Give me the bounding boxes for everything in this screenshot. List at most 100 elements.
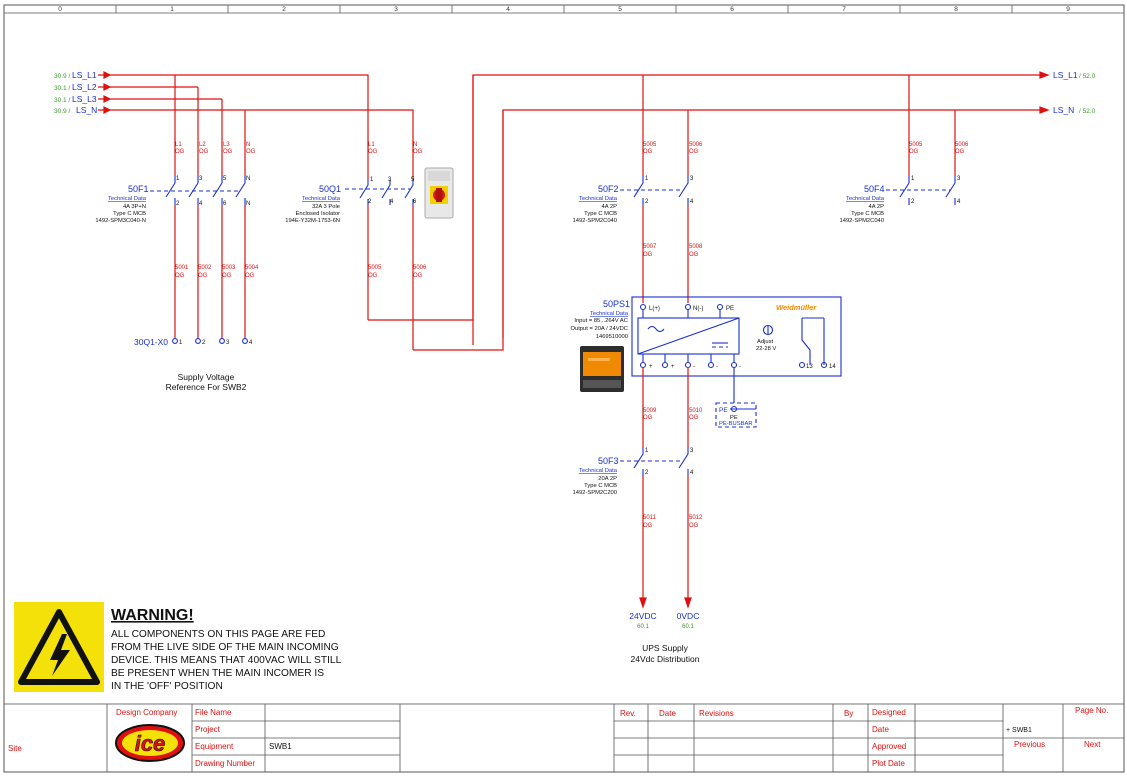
ice-logo: ice xyxy=(115,724,185,762)
svg-text:By: By xyxy=(844,709,853,718)
dc-output-24vdc: 24VDC 60.1 xyxy=(629,611,656,630)
svg-text:Technical Data: Technical Data xyxy=(846,196,885,202)
svg-text:OG: OG xyxy=(222,273,232,279)
svg-text:1: 1 xyxy=(911,176,915,182)
svg-text:File Name: File Name xyxy=(195,708,232,717)
svg-text:Output = 20A / 24VDC: Output = 20A / 24VDC xyxy=(570,326,628,332)
svg-text:20A 2P: 20A 2P xyxy=(598,476,617,482)
svg-text:LS_N: LS_N xyxy=(76,105,97,115)
svg-text:N: N xyxy=(246,142,250,148)
svg-text:60.1: 60.1 xyxy=(682,624,694,630)
svg-text:24Vdc Distribution: 24Vdc Distribution xyxy=(631,654,700,664)
svg-text:3: 3 xyxy=(690,448,694,454)
svg-text:PE-BUSBAR: PE-BUSBAR xyxy=(719,421,753,427)
svg-text:-: - xyxy=(693,364,695,370)
svg-text:4: 4 xyxy=(249,340,253,346)
svg-text:32A 3 Pole: 32A 3 Pole xyxy=(312,204,340,210)
svg-text:OG: OG xyxy=(955,149,965,155)
svg-text:Revisions: Revisions xyxy=(699,709,734,718)
svg-text:Page No.: Page No. xyxy=(1075,706,1108,715)
svg-text:OG: OG xyxy=(413,273,423,279)
svg-text:2: 2 xyxy=(911,199,915,205)
svg-text:OG: OG xyxy=(643,523,653,529)
svg-text:N: N xyxy=(246,201,250,207)
svg-text:5005: 5005 xyxy=(909,142,923,148)
svg-text:OG: OG xyxy=(689,523,699,529)
svg-text:L2: L2 xyxy=(199,142,206,148)
svg-text:1: 1 xyxy=(645,448,649,454)
isolator-50Q1: L1 OG N OG 1 3 5 2 4 6 50Q1 Technical Da… xyxy=(285,75,504,351)
svg-text:OG: OG xyxy=(175,149,185,155)
svg-text:Enclosed Isolator: Enclosed Isolator xyxy=(296,211,341,217)
svg-text:DEVICE. THIS MEANS THAT 400VA: DEVICE. THIS MEANS THAT 400VAC WILL STIL… xyxy=(111,655,342,666)
svg-text:FROM THE LIVE SIDE OF THE MAIN: FROM THE LIVE SIDE OF THE MAIN INCOMING xyxy=(111,642,339,653)
svg-text:5001: 5001 xyxy=(175,265,189,271)
svg-text:1: 1 xyxy=(176,176,180,182)
svg-text:2: 2 xyxy=(368,199,372,205)
svg-text:OG: OG xyxy=(643,415,653,421)
svg-text:4A 3P+N: 4A 3P+N xyxy=(123,204,146,210)
svg-text:30.1 /: 30.1 / xyxy=(54,97,70,104)
svg-text:OG: OG xyxy=(368,149,378,155)
svg-text:N: N xyxy=(413,142,417,148)
ruler-label: 2 xyxy=(282,6,286,13)
svg-text:Project: Project xyxy=(195,725,221,734)
svg-text:5003: 5003 xyxy=(222,265,236,271)
svg-text:1492-SPM2C040: 1492-SPM2C040 xyxy=(840,218,884,224)
ruler-label: 8 xyxy=(954,6,958,13)
svg-text:Date: Date xyxy=(659,709,676,718)
svg-text:14: 14 xyxy=(829,364,836,370)
svg-text:Equipment: Equipment xyxy=(195,742,234,751)
svg-text:5012: 5012 xyxy=(689,515,703,521)
ruler-label: 3 xyxy=(394,6,398,13)
high-voltage-icon xyxy=(18,609,100,685)
svg-text:LS_L1: LS_L1 xyxy=(72,70,97,80)
svg-text:LS_L1: LS_L1 xyxy=(1053,70,1078,80)
svg-text:LS_L3: LS_L3 xyxy=(72,94,97,104)
svg-text:OG: OG xyxy=(368,273,378,279)
svg-text:30Q1-X0: 30Q1-X0 xyxy=(134,337,168,347)
svg-text:4A 2P: 4A 2P xyxy=(602,204,618,210)
svg-text:Designed: Designed xyxy=(872,708,906,717)
source-LS_N: 30.9 / LS_N xyxy=(54,105,97,115)
pe-busbar: PE PE PE-BUSBAR xyxy=(715,367,757,428)
ruler-label: 9 xyxy=(1066,6,1070,13)
svg-text:1492-SPM2C200: 1492-SPM2C200 xyxy=(573,490,617,496)
svg-text:30.1 /: 30.1 / xyxy=(54,85,70,92)
ruler-label: 7 xyxy=(842,6,846,13)
svg-text:5004: 5004 xyxy=(245,265,259,271)
ruler-label: 5 xyxy=(618,6,622,13)
svg-text:5006: 5006 xyxy=(413,265,427,271)
svg-text:/ 52.0: / 52.0 xyxy=(1079,73,1096,80)
svg-text:Technical Data: Technical Data xyxy=(579,196,618,202)
svg-text:ALL COMPONENTS ON THIS PAGE AR: ALL COMPONENTS ON THIS PAGE ARE FED xyxy=(111,629,325,640)
svg-text:1492-SPM3C040-N: 1492-SPM3C040-N xyxy=(95,218,146,224)
svg-text:SWB1: SWB1 xyxy=(269,742,292,751)
breaker-50F3: 5009 OG 5010 OG 1 3 2 4 50F3 Technical D… xyxy=(573,367,703,609)
ruler-label: 0 xyxy=(58,6,62,13)
svg-text:24VDC: 24VDC xyxy=(629,611,656,621)
svg-text:L(+): L(+) xyxy=(649,306,660,312)
svg-text:Site: Site xyxy=(8,744,22,753)
svg-text:Reference For SWB2: Reference For SWB2 xyxy=(166,382,247,392)
svg-text:4: 4 xyxy=(690,470,694,476)
svg-text:3: 3 xyxy=(957,176,961,182)
breaker-50F2: 5005 OG 5006 OG 1 3 2 4 50F2 Technical D… xyxy=(573,75,703,303)
svg-text:N: N xyxy=(246,176,250,182)
svg-text:Technical Data: Technical Data xyxy=(579,468,618,474)
svg-text:PE: PE xyxy=(719,407,728,414)
svg-text:194E-Y32M-1753-6N: 194E-Y32M-1753-6N xyxy=(285,218,340,224)
svg-text:3: 3 xyxy=(226,340,230,346)
svg-text:Date: Date xyxy=(872,725,889,734)
svg-text:OG: OG xyxy=(689,415,699,421)
svg-text:OG: OG xyxy=(643,149,653,155)
svg-text:2: 2 xyxy=(645,470,649,476)
svg-text:5005: 5005 xyxy=(643,142,657,148)
svg-text:1: 1 xyxy=(179,340,183,346)
svg-text:6: 6 xyxy=(223,201,227,207)
isolator-photo xyxy=(424,167,454,219)
svg-text:Rev.: Rev. xyxy=(620,709,636,718)
svg-text:-: - xyxy=(739,364,741,370)
